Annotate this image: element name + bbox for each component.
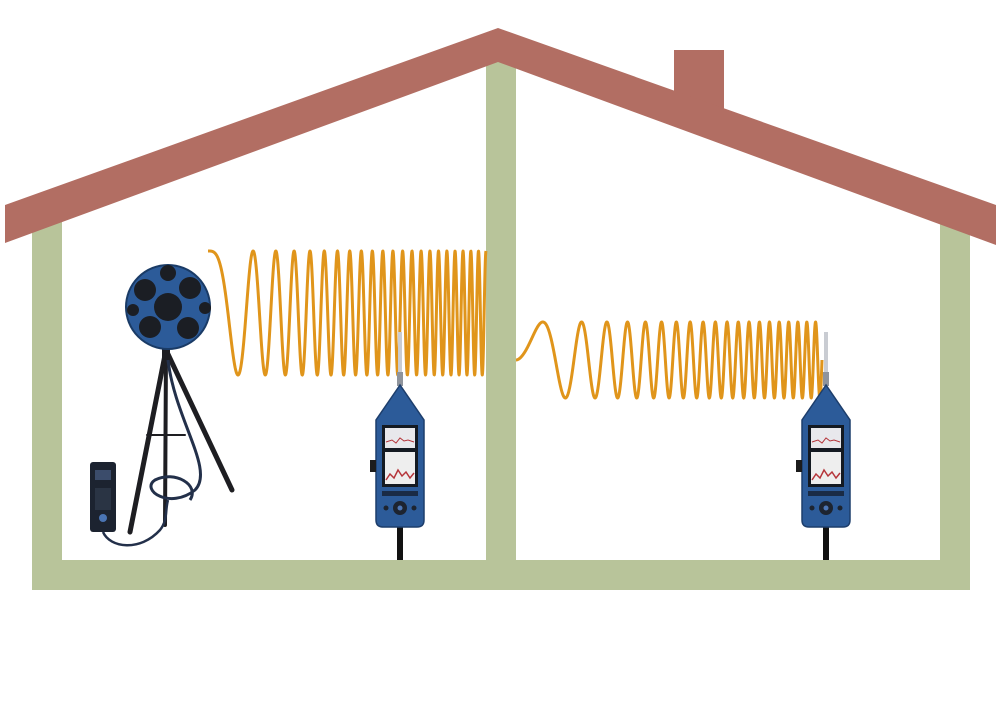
right-wall xyxy=(940,212,970,590)
sound-level-meter-receiving-room xyxy=(796,332,851,560)
amplifier-cable xyxy=(101,499,170,547)
sound-wave-source-room xyxy=(206,249,488,377)
power-amplifier xyxy=(90,462,170,547)
partition-wall xyxy=(486,60,516,565)
sound-wave-receiving-room xyxy=(514,320,824,400)
sound-level-meter-source-room xyxy=(370,332,425,560)
tripod xyxy=(127,341,235,535)
speaker-cable xyxy=(149,359,202,501)
dodecahedron-loudspeaker xyxy=(125,264,235,535)
roof xyxy=(5,28,996,245)
house-walls xyxy=(32,60,970,590)
amplifier-knob xyxy=(99,514,107,522)
roof-shape xyxy=(5,28,996,245)
left-wall xyxy=(32,212,62,590)
speaker-drivers xyxy=(127,265,211,339)
